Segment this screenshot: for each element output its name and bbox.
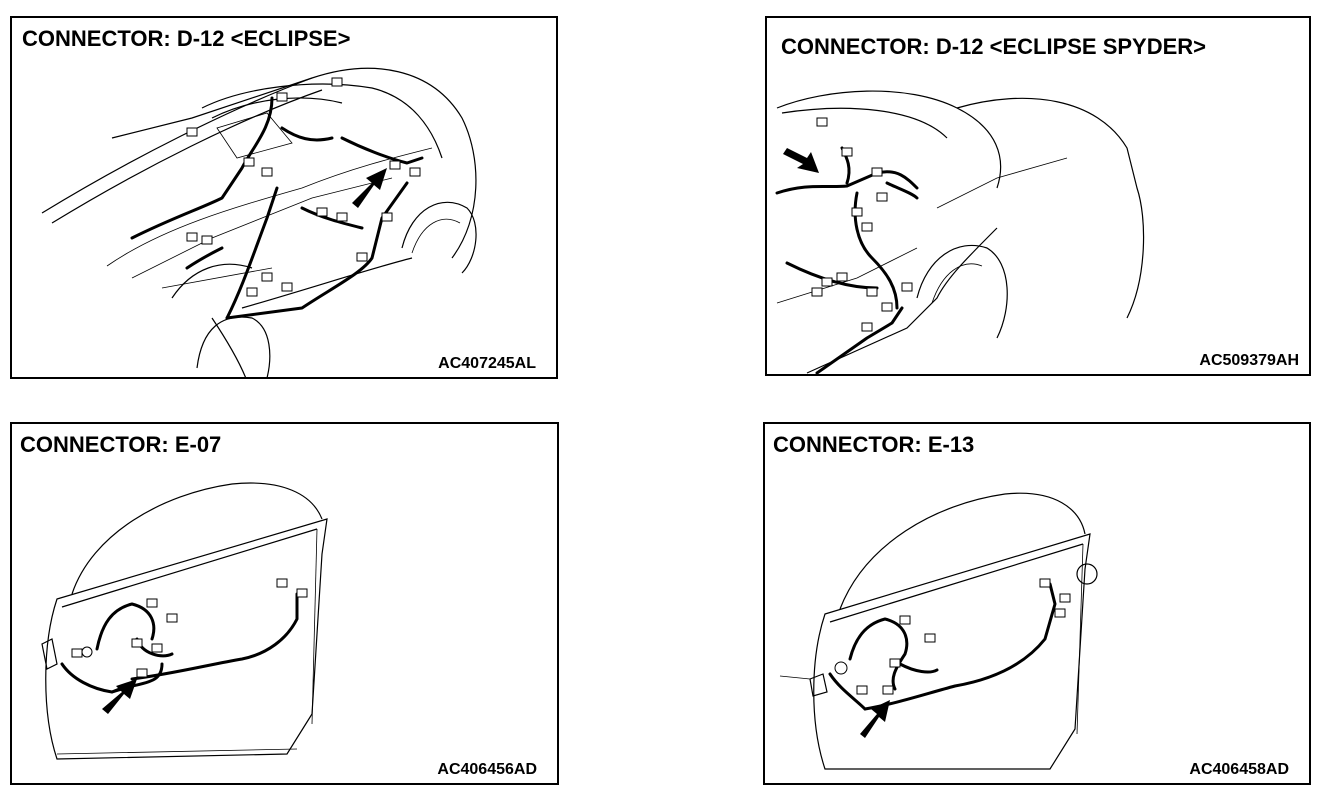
panel-e07: CONNECTOR: E-07 AC406456AD [10,422,559,785]
black-arrow-icon [783,148,819,173]
panel-code: AC407245AL [438,355,536,372]
panel-title: CONNECTOR: D-12 <ECLIPSE> [22,26,351,51]
car-spyder-harness-diagram [775,90,1145,374]
panel-d12-eclipse: CONNECTOR: D-12 <ECLIPSE> [10,16,558,379]
door-harness-diagram [779,492,1098,770]
panel-e13: CONNECTOR: E-13 AC406458AD [763,422,1311,785]
black-arrow-icon [102,679,137,714]
panel-title: CONNECTOR: D-12 <ECLIPSE SPYDER> [781,34,1207,59]
panel-code: AC509379AH [1199,352,1299,369]
panel-code: AC406458AD [1189,761,1289,778]
door-harness-diagram [41,482,328,760]
panel-title: CONNECTOR: E-07 [20,432,222,457]
black-arrow-icon [860,700,890,738]
panel-code: AC406456AD [437,761,537,778]
black-arrow-icon [352,168,387,208]
panel-d12-eclipse-spyder: CONNECTOR: D-12 <ECLIPSE SPYDER> AC50 [765,16,1311,376]
panel-title: CONNECTOR: E-13 [773,432,975,457]
car-coupe-harness-diagram [41,67,477,377]
